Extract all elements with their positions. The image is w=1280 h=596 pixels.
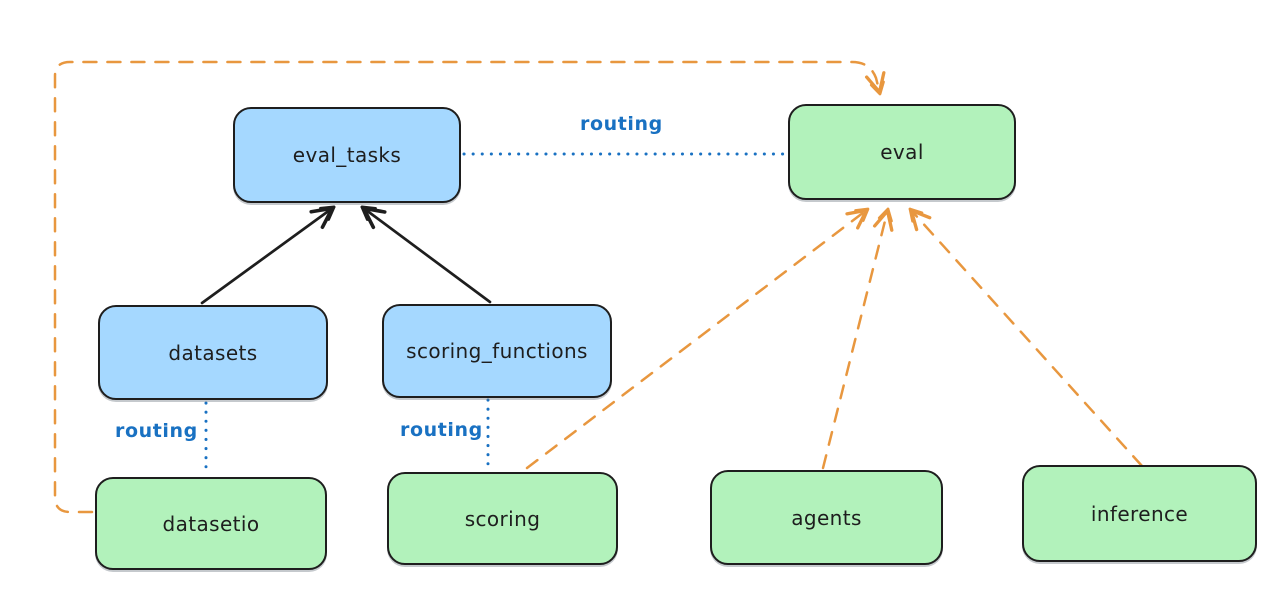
node-eval-label: eval bbox=[880, 140, 924, 164]
edge-datasets-to-eval_tasks bbox=[200, 205, 336, 305]
node-inference: inference bbox=[1022, 465, 1257, 562]
edge-label-routing-eval_tasks-eval: routing bbox=[580, 113, 663, 135]
node-agents-label: agents bbox=[791, 505, 862, 530]
node-datasets: datasets bbox=[98, 305, 328, 400]
edge-label-routing-scoring_functions-scoring: routing bbox=[400, 419, 483, 441]
node-scoring_functions: scoring_functions bbox=[382, 304, 612, 398]
node-scoring: scoring bbox=[387, 472, 618, 565]
edge-datasetio-to-eval bbox=[53, 60, 886, 514]
node-scoring-label: scoring bbox=[464, 506, 541, 531]
edge-agents-to-eval bbox=[821, 207, 894, 470]
edge-inference-to-eval bbox=[908, 207, 1144, 468]
node-datasetio: datasetio bbox=[95, 477, 327, 570]
node-datasetio-label: datasetio bbox=[162, 511, 260, 536]
node-scoring_functions-label: scoring_functions bbox=[406, 339, 588, 363]
edge-scoring_functions-to-eval_tasks bbox=[360, 205, 492, 304]
node-datasets-label: datasets bbox=[168, 340, 258, 365]
node-inference-label: inference bbox=[1090, 501, 1189, 526]
node-eval_tasks: eval_tasks bbox=[233, 107, 461, 203]
edge-label-routing-datasets-datasetio: routing bbox=[115, 420, 198, 442]
node-agents: agents bbox=[710, 470, 943, 565]
node-eval_tasks-label: eval_tasks bbox=[292, 143, 402, 167]
node-eval: eval bbox=[788, 104, 1016, 200]
